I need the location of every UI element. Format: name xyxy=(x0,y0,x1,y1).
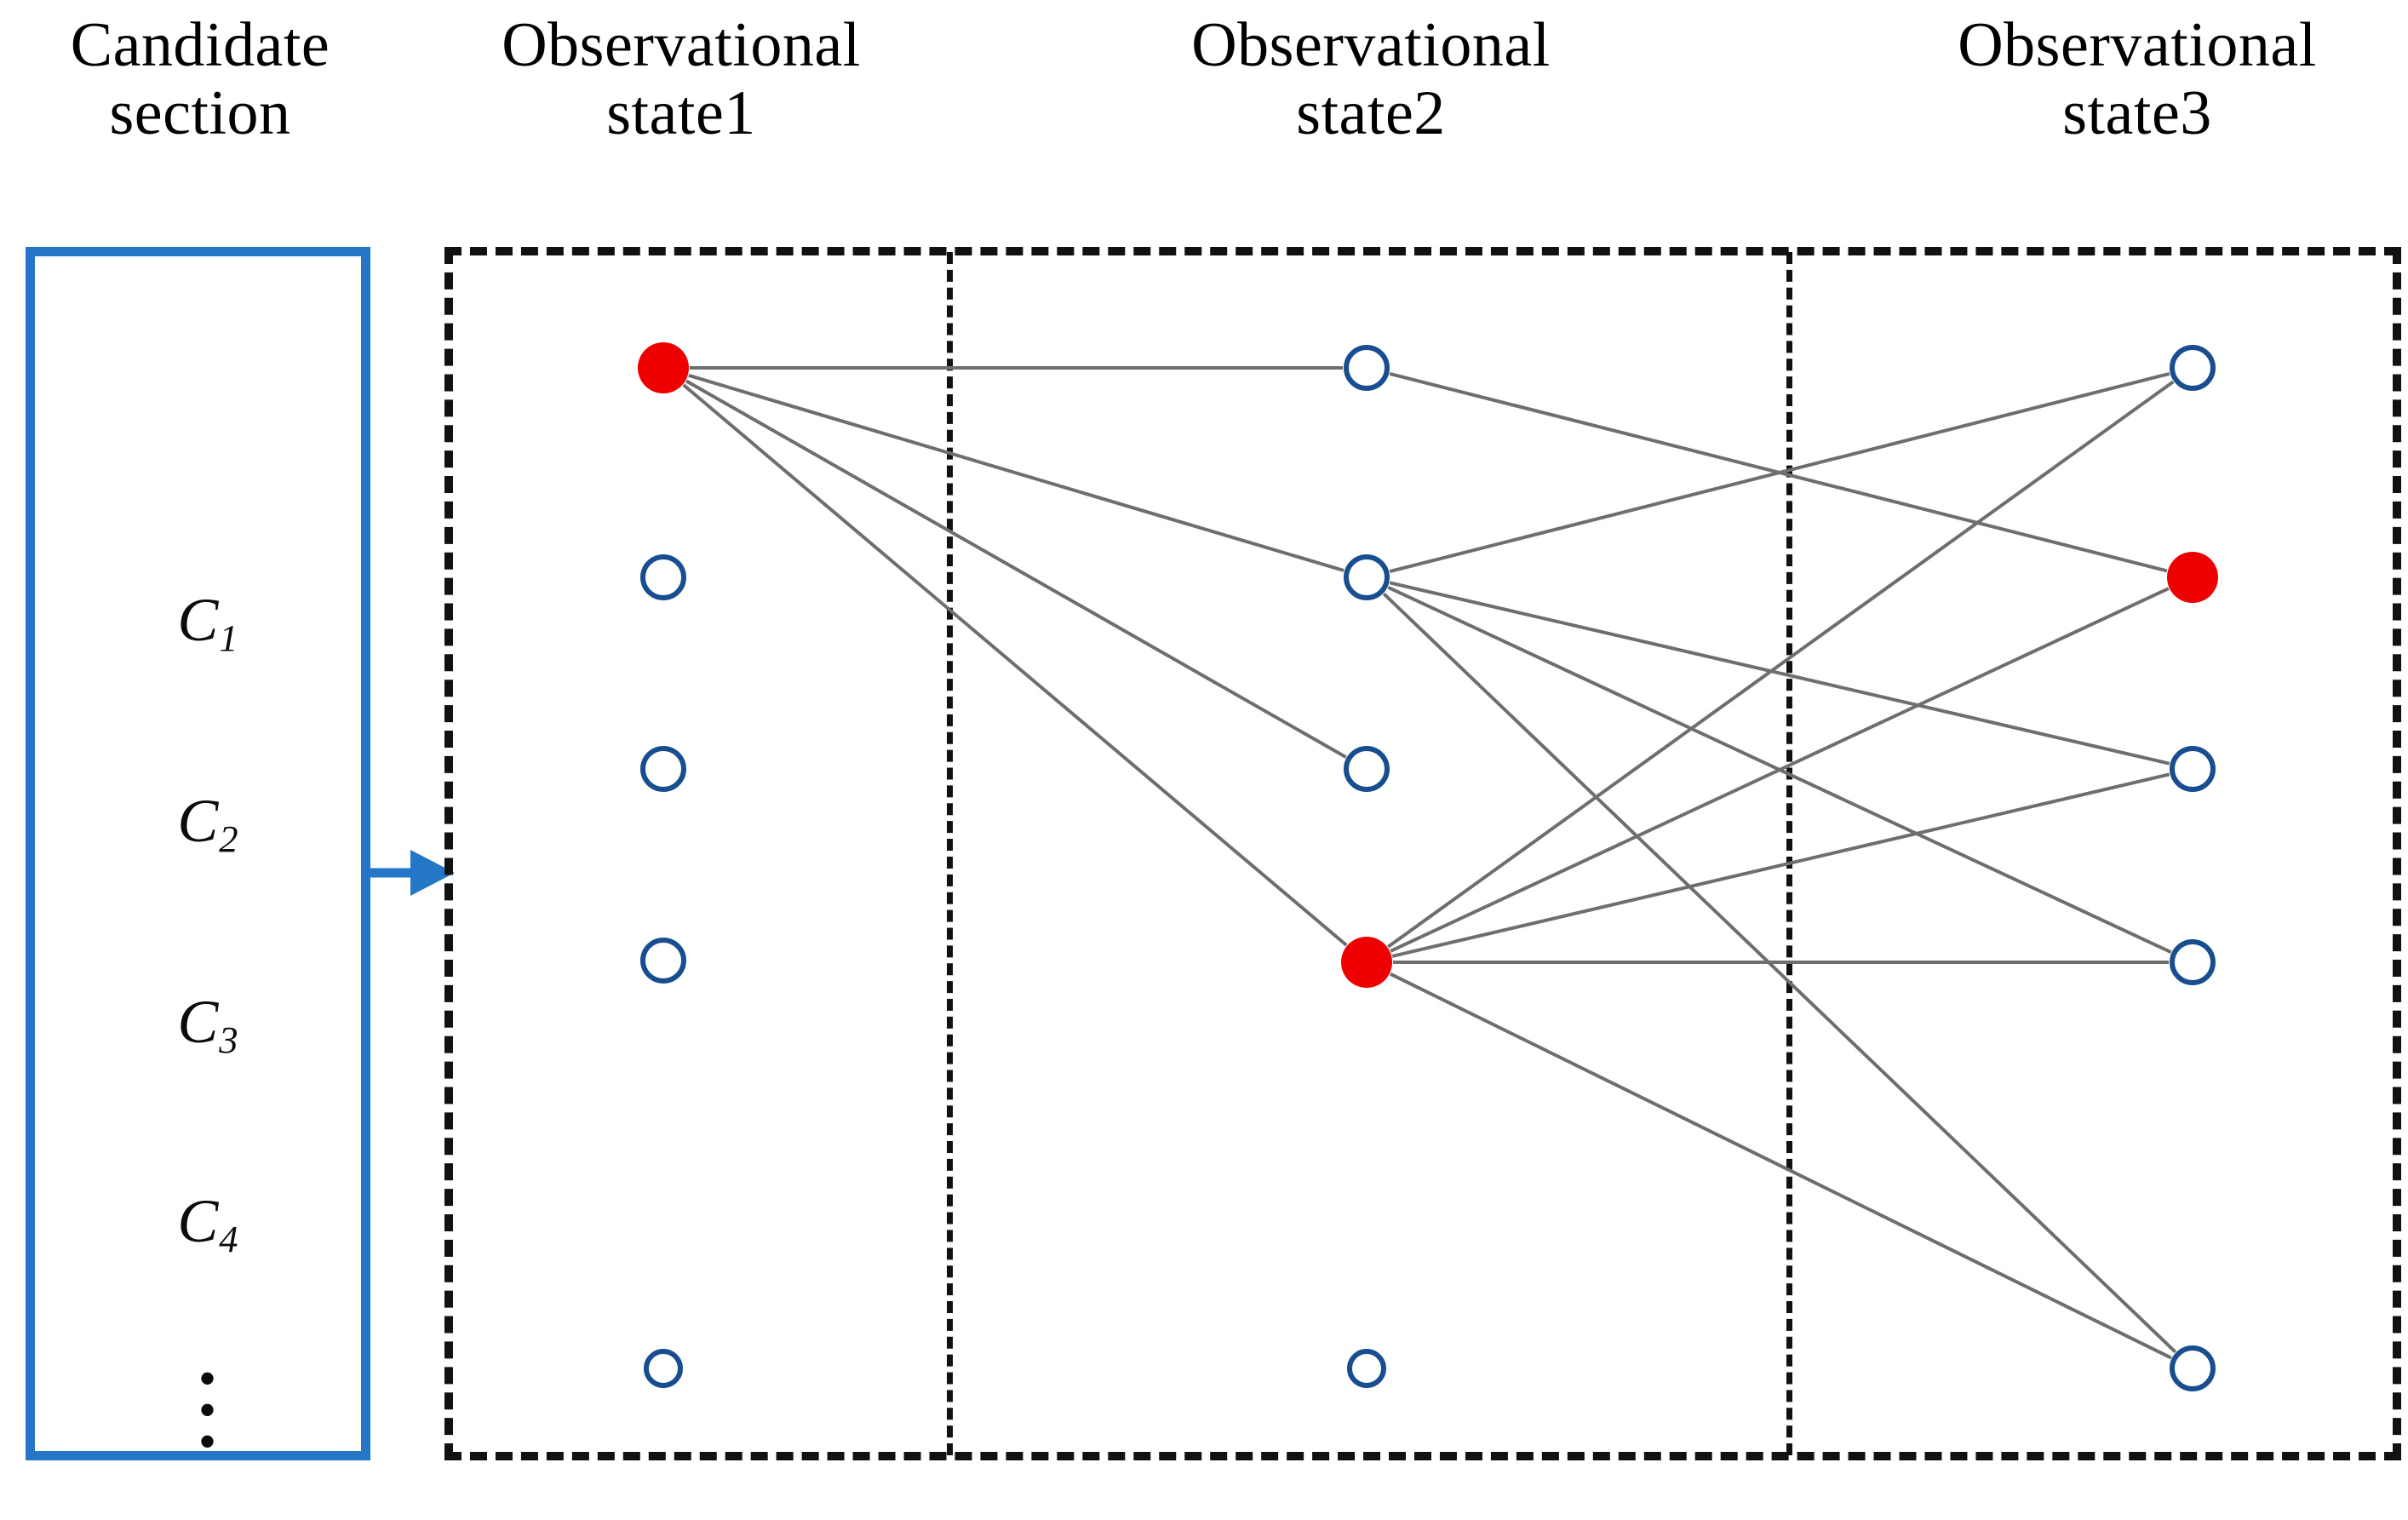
ellipsis-dot: • xyxy=(198,1351,216,1407)
candidate-label-c2: C2 xyxy=(35,786,380,861)
node-s1n1[interactable] xyxy=(638,342,689,393)
candidate-label-c2-sub: 2 xyxy=(219,817,238,861)
header-candidate-section: Candidate section xyxy=(70,10,330,148)
candidate-label-c4: C4 xyxy=(35,1186,380,1261)
candidate-label-c2-base: C xyxy=(177,787,219,855)
state1-state2-divider xyxy=(947,252,953,1455)
state2-state3-divider xyxy=(1786,252,1792,1455)
header-observational-state1: Observational state1 xyxy=(502,10,861,148)
node-s2n3[interactable] xyxy=(1344,746,1390,792)
candidate-label-c1-sub: 1 xyxy=(219,617,238,660)
node-s3n5[interactable] xyxy=(2170,1345,2216,1391)
candidate-label-c1: C1 xyxy=(35,585,380,660)
candidate-ellipsis: • • • xyxy=(35,1351,380,1471)
candidate-label-c4-base: C xyxy=(177,1187,219,1255)
observational-panel xyxy=(444,247,2401,1460)
ellipsis-dot: • xyxy=(198,1382,216,1439)
node-s1n4[interactable] xyxy=(640,938,686,984)
candidate-label-c3-base: C xyxy=(177,988,219,1056)
ellipsis-dot: • xyxy=(198,1414,216,1471)
feed-arrow-icon xyxy=(364,850,455,896)
node-s1n2[interactable] xyxy=(640,554,686,600)
candidate-label-c3-sub: 3 xyxy=(219,1018,238,1062)
node-s3n3[interactable] xyxy=(2170,746,2216,792)
candidate-label-c4-sub: 4 xyxy=(219,1218,238,1261)
node-s3n1[interactable] xyxy=(2170,345,2216,391)
node-s1n5[interactable] xyxy=(644,1349,683,1388)
node-s1n3[interactable] xyxy=(640,746,686,792)
header-observational-state2: Observational state2 xyxy=(1191,10,1551,148)
node-s2n2[interactable] xyxy=(1344,554,1390,600)
node-s3n4[interactable] xyxy=(2170,939,2216,985)
node-s3n2[interactable] xyxy=(2167,552,2218,603)
node-s2n4[interactable] xyxy=(1341,937,1392,988)
node-s2n1[interactable] xyxy=(1344,345,1390,391)
candidate-label-c3: C3 xyxy=(35,987,380,1062)
node-s2n5[interactable] xyxy=(1347,1349,1386,1388)
header-observational-state3: Observational state3 xyxy=(1958,10,2317,148)
candidate-section-box: C1 C2 C3 C4 • • • Cn xyxy=(26,247,370,1468)
candidate-label-c1-base: C xyxy=(177,586,219,654)
